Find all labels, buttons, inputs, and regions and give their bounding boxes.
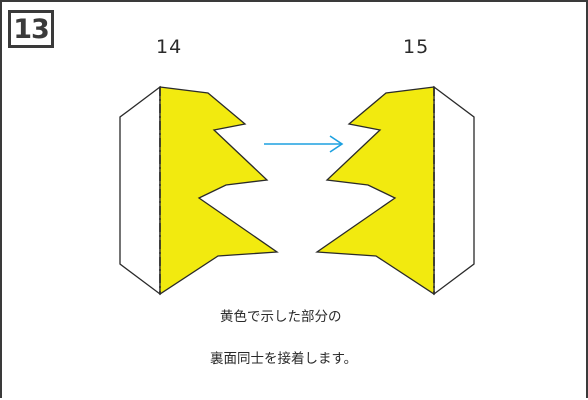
part-label-left: 14: [156, 36, 183, 58]
part-label-right: 15: [403, 36, 430, 58]
right-piece-glue-area: [315, 86, 435, 296]
arrow-icon: [264, 135, 344, 153]
right-piece-white-face: [433, 85, 475, 296]
left-piece-glue-area: [159, 86, 279, 296]
step-number: 13: [13, 13, 50, 45]
left-piece-white-face: [119, 85, 161, 296]
instruction-line-2: 裏面同士を接着します。: [210, 351, 358, 367]
instruction-line-1: 黄色で示した部分の: [220, 309, 342, 325]
right-piece: [315, 85, 475, 296]
left-piece: [119, 85, 279, 296]
step-number-badge: 13: [8, 10, 54, 48]
